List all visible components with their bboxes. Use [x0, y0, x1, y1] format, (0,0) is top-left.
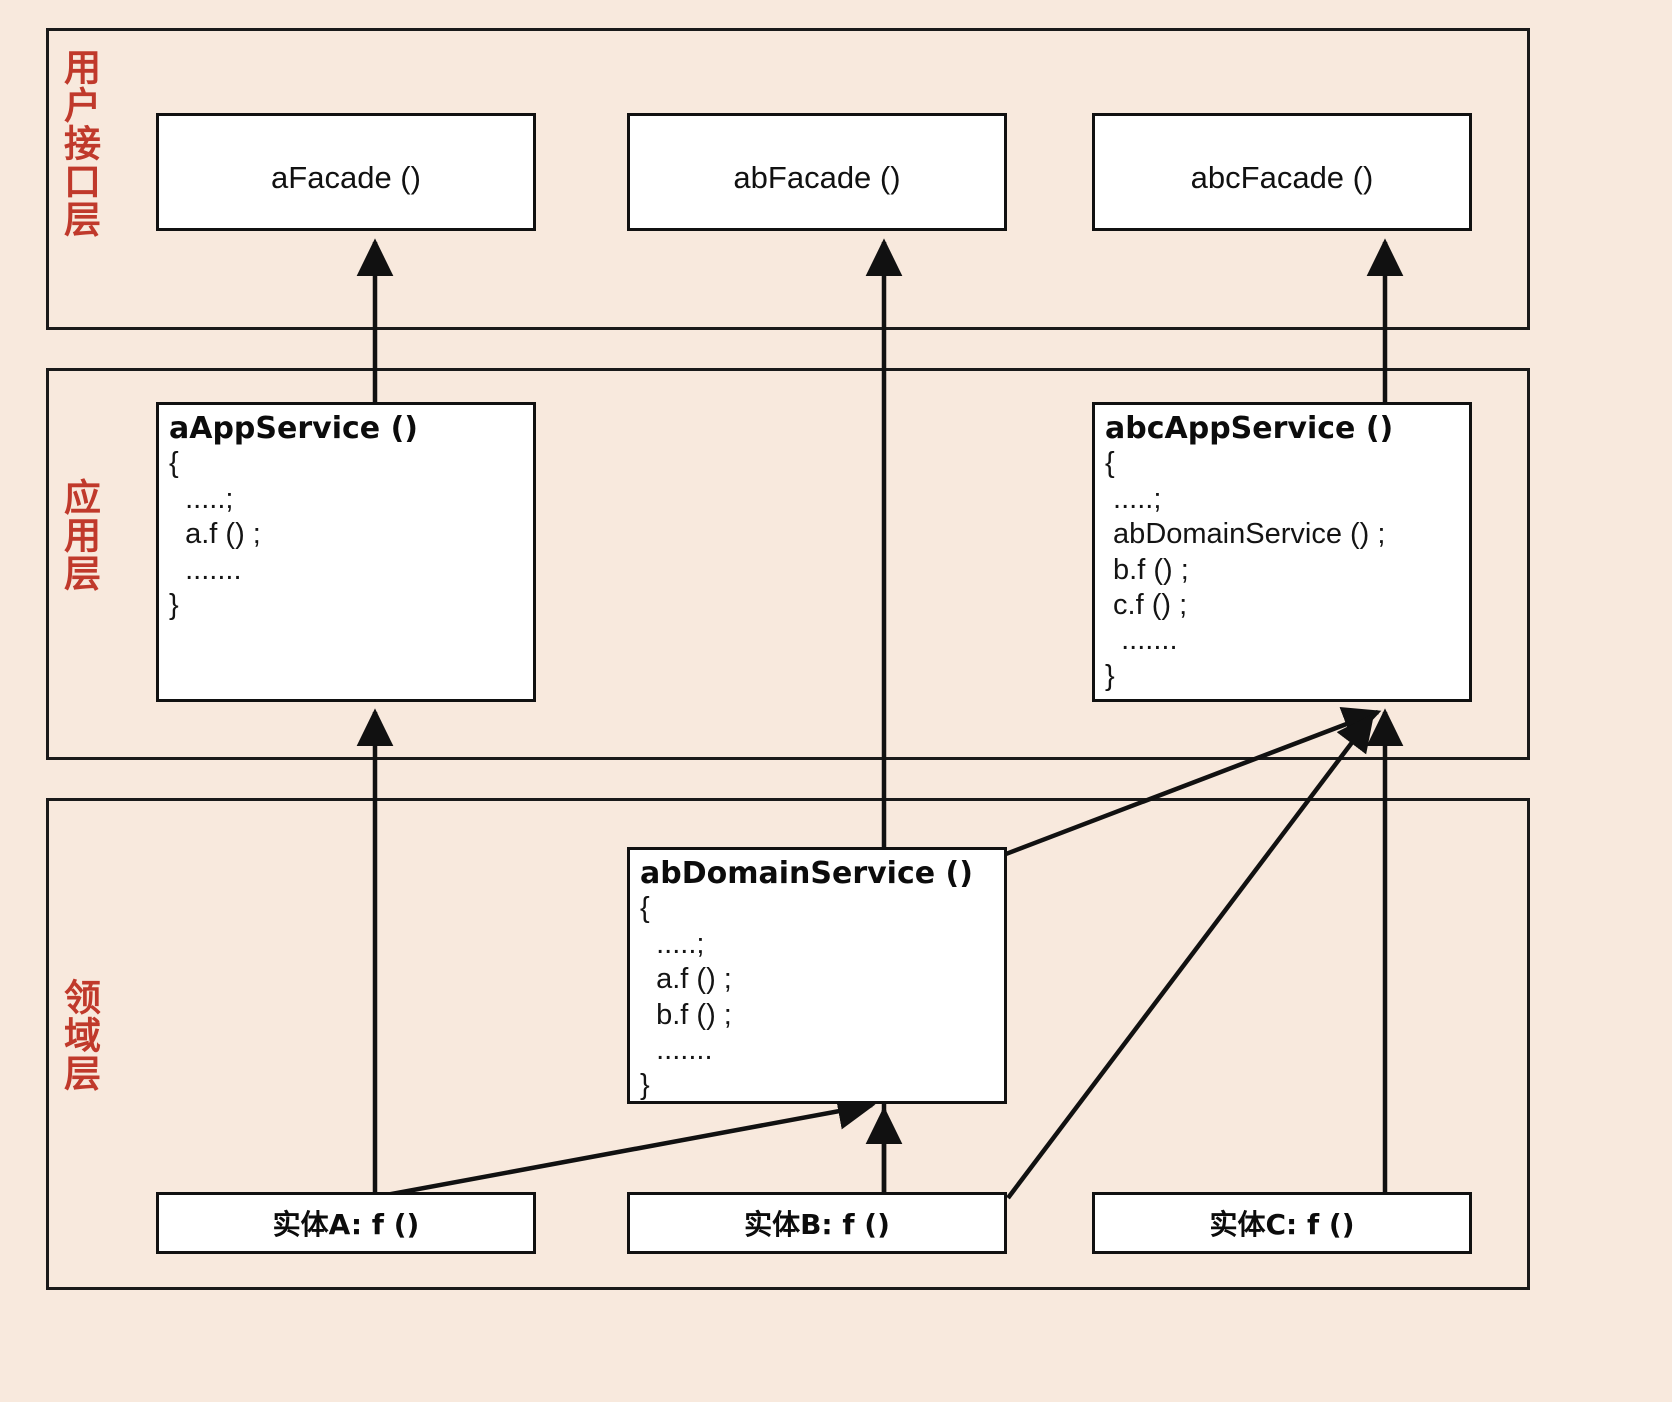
- a-app-service-line: .....;: [169, 482, 234, 515]
- abc-app-service-line: }: [1105, 659, 1115, 692]
- layer-label-domain: 领域层: [57, 978, 101, 1092]
- layer-ui-frame: [46, 28, 1530, 330]
- node-ab-facade[interactable]: abFacade (): [627, 113, 1007, 231]
- ab-domain-service-line: .....;: [640, 927, 705, 960]
- abc-app-service-line: abDomainService () ;: [1105, 518, 1386, 551]
- a-app-service-line: a.f () ;: [169, 518, 261, 551]
- ab-domain-service-line: {: [640, 892, 650, 925]
- ab-domain-service-line: a.f () ;: [640, 963, 732, 996]
- ab-domain-service-line: b.f () ;: [640, 998, 732, 1031]
- abc-app-service-line: c.f () ;: [1105, 588, 1188, 621]
- layer-label-application: 应用层: [57, 478, 101, 592]
- entity-b-label: 实体B: f (): [744, 1208, 890, 1241]
- ab-domain-service-line: }: [640, 1069, 650, 1102]
- abc-app-service-line: .....;: [1105, 482, 1162, 515]
- node-a-facade[interactable]: aFacade (): [156, 113, 536, 231]
- layer-domain-frame: [46, 798, 1530, 1290]
- node-entity-a[interactable]: 实体A: f (): [156, 1192, 536, 1254]
- a-app-service-line: .......: [169, 553, 242, 586]
- abc-app-service-title: abcAppService (): [1105, 411, 1394, 446]
- layer-label-ui: 用户接口层: [57, 48, 101, 238]
- node-abc-facade[interactable]: abcFacade (): [1092, 113, 1472, 231]
- entity-a-label: 实体A: f (): [272, 1208, 420, 1241]
- a-facade-label: aFacade (): [271, 160, 421, 195]
- abc-app-service-line: {: [1105, 447, 1115, 480]
- node-ab-domain-service[interactable]: abDomainService () { .....; a.f () ; b.f…: [627, 847, 1007, 1104]
- abc-app-service-line: .......: [1105, 624, 1178, 657]
- a-app-service-line: }: [169, 588, 179, 621]
- layer-application-frame: [46, 368, 1530, 760]
- entity-c-label: 实体C: f (): [1209, 1208, 1355, 1241]
- a-app-service-line: {: [169, 447, 179, 480]
- a-app-service-title: aAppService (): [169, 411, 418, 446]
- node-entity-b[interactable]: 实体B: f (): [627, 1192, 1007, 1254]
- node-entity-c[interactable]: 实体C: f (): [1092, 1192, 1472, 1254]
- ab-facade-label: abFacade (): [733, 160, 901, 195]
- ab-domain-service-title: abDomainService (): [640, 856, 973, 891]
- abc-facade-label: abcFacade (): [1190, 160, 1374, 195]
- ab-domain-service-line: .......: [640, 1033, 713, 1066]
- node-a-app-service[interactable]: aAppService () { .....; a.f () ; .......…: [156, 402, 536, 702]
- node-abc-app-service[interactable]: abcAppService () { .....; abDomainServic…: [1092, 402, 1472, 702]
- abc-app-service-line: b.f () ;: [1105, 553, 1189, 586]
